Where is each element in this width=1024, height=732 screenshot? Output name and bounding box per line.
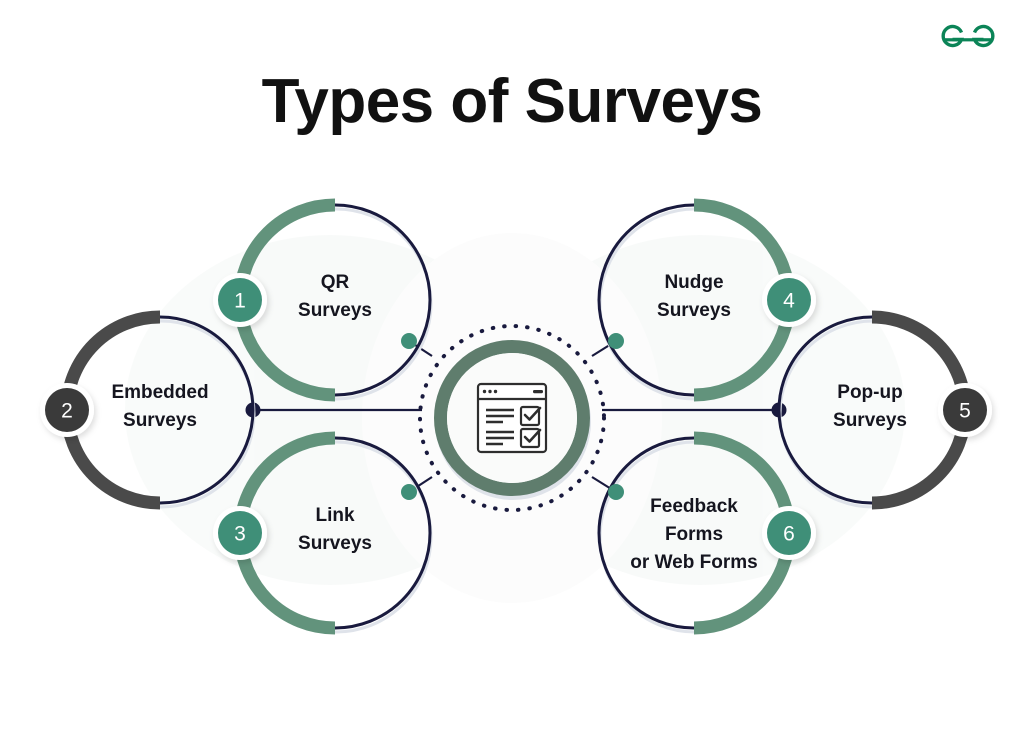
survey-form-icon (476, 382, 548, 454)
node-link-surveys[interactable]: Link Surveys 3 (213, 431, 433, 635)
connector-dot-link (401, 484, 417, 500)
node-label-nudge-line1: Nudge (664, 272, 723, 293)
node-badge-number-3: 3 (234, 523, 246, 546)
node-label-embedded-line1: Embedded (111, 382, 208, 403)
node-badge-4[interactable] (767, 278, 811, 322)
node-label-popup-line1: Pop-up (837, 382, 902, 403)
node-label-feedback-line2: Forms (665, 524, 723, 545)
hub-dotted-ring (418, 324, 606, 512)
node-badge-5[interactable] (943, 388, 987, 432)
node-popup-surveys[interactable]: Pop-up Surveys 5 (777, 310, 992, 510)
node-badge-number-5: 5 (959, 400, 971, 423)
survey-types-diagram: QR Surveys 1 Embedded Surveys 2 Link Sur… (40, 198, 992, 635)
connector-dot-feedback (608, 484, 624, 500)
node-label-link-line1: Link (315, 505, 354, 526)
node-badge-number-4: 4 (783, 290, 795, 313)
node-label-qr-line2: Surveys (298, 300, 372, 321)
node-badge-3[interactable] (218, 511, 262, 555)
node-label-embedded-line2: Surveys (123, 410, 197, 431)
node-embedded-surveys[interactable]: Embedded Surveys 2 (40, 310, 256, 510)
node-label-nudge-line2: Surveys (657, 300, 731, 321)
node-badge-2[interactable] (45, 388, 89, 432)
node-label-feedback-line1: Feedback (650, 496, 738, 517)
page-title: Types of Surveys (261, 67, 763, 136)
node-badge-6[interactable] (767, 511, 811, 555)
node-qr-surveys[interactable]: QR Surveys 1 (213, 198, 433, 402)
connector-dot-nudge (608, 333, 624, 349)
node-badge-number-6: 6 (783, 523, 795, 546)
node-label-link-line2: Surveys (298, 533, 372, 554)
geeksforgeeks-logo (940, 18, 996, 52)
node-nudge-surveys[interactable]: Nudge Surveys 4 (597, 198, 816, 402)
node-label-popup-line2: Surveys (833, 410, 907, 431)
node-badge-number-2: 2 (61, 400, 73, 423)
node-label-feedback-line3: or Web Forms (630, 552, 757, 573)
node-label-qr-line1: QR (321, 272, 350, 293)
center-hub (418, 324, 606, 512)
node-feedback-forms[interactable]: Feedback Forms or Web Forms 6 (597, 431, 816, 635)
node-badge-number-1: 1 (234, 290, 246, 313)
connector-dot-qr (401, 333, 417, 349)
node-badge-1[interactable] (218, 278, 262, 322)
